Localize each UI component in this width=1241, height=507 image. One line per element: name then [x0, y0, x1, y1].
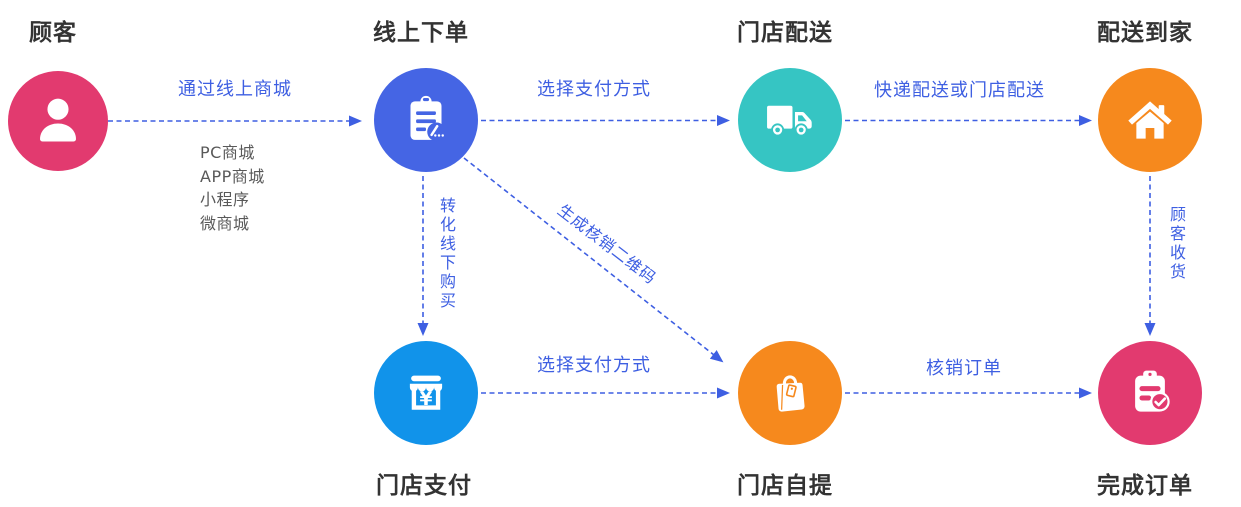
node-order-complete	[1098, 341, 1202, 445]
node-title-home-delivery: 配送到家	[1097, 20, 1193, 46]
node-store-pickup	[738, 341, 842, 445]
node-title-store-payment: 门店支付	[376, 473, 472, 499]
node-online-order	[374, 68, 478, 172]
arrow-online-order-to-store-pickup	[463, 157, 724, 363]
node-home-delivery	[1098, 68, 1202, 172]
channel-item-pc-mall: PC商城	[200, 143, 255, 162]
storefront-icon: ¥	[409, 375, 443, 410]
home-icon	[1128, 101, 1172, 139]
node-title-order-complete: 完成订单	[1097, 473, 1193, 499]
edge-label-convert-to-offline: 转化线下购买	[437, 197, 456, 311]
channel-item-mini-program: 小程序	[200, 190, 250, 209]
node-title-store-pickup: 门店自提	[737, 473, 833, 499]
order-clipboard-icon	[410, 95, 446, 142]
channel-item-app-mall: APP商城	[200, 166, 265, 186]
edge-label-express-or-store-delivery: 快递配送或门店配送	[874, 80, 1045, 101]
channel-item-wechat-mall: 微商城	[200, 213, 250, 233]
node-store-delivery	[738, 68, 842, 172]
delivery-truck-icon	[767, 105, 812, 137]
edge-label-via-online-mall: 通过线上商城	[178, 79, 292, 100]
svg-text:¥: ¥	[420, 389, 433, 410]
node-customer	[8, 71, 108, 171]
edge-label-choose-payment-offline: 选择支付方式	[537, 355, 651, 376]
node-title-store-delivery: 门店配送	[737, 20, 833, 46]
edge-label-customer-receives: 顾客收货	[1167, 206, 1186, 282]
node-title-online-order: 线上下单	[373, 20, 469, 46]
edge-label-choose-payment-online: 选择支付方式	[537, 79, 651, 100]
person-icon	[40, 98, 76, 142]
online-channel-list: PC商城 APP商城 小程序 微商城	[200, 141, 265, 235]
clipboard-check-icon	[1135, 370, 1170, 412]
edge-label-verify-order: 核销订单	[926, 358, 1002, 379]
node-title-customer: 顾客	[29, 20, 77, 46]
shopping-bag-icon	[776, 375, 805, 412]
node-store-payment: ¥	[374, 341, 478, 445]
